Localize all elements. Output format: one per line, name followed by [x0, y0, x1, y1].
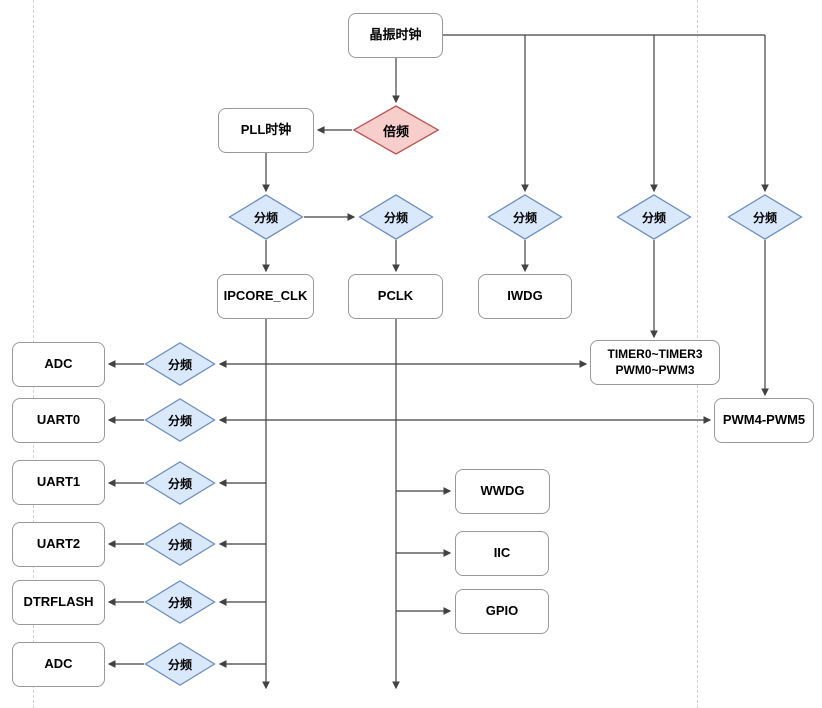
node-adc-2-label: ADC — [44, 656, 73, 672]
diamond-divider-uart1[interactable]: 分频 — [144, 461, 216, 505]
diamond-divider-label: 分频 — [253, 210, 278, 225]
node-uart2[interactable]: UART2 — [12, 522, 105, 567]
node-dtrflash-label: DTRFLASH — [23, 594, 94, 610]
diamond-divider-pwm45[interactable]: 分频 — [727, 194, 803, 240]
diamond-divider-label: 分频 — [167, 413, 192, 428]
node-gpio-label: GPIO — [485, 603, 519, 619]
diamond-shape — [144, 461, 216, 505]
diamond-divider-label: 分频 — [167, 537, 192, 552]
node-uart1[interactable]: UART1 — [12, 460, 105, 505]
diamond-divider-label: 分频 — [512, 210, 537, 225]
diamond-shape — [727, 194, 803, 240]
diamond-divider-label: 分频 — [641, 210, 666, 225]
diamond-divider-iwdg[interactable]: 分频 — [487, 194, 563, 240]
node-iwdg[interactable]: IWDG — [478, 274, 572, 319]
diamond-shape — [144, 342, 216, 386]
diamond-divider-label: 分频 — [167, 595, 192, 610]
node-wwdg[interactable]: WWDG — [455, 469, 550, 514]
diamond-multiplier[interactable]: 倍频 — [352, 105, 440, 155]
node-iic-label: IIC — [493, 545, 511, 561]
node-ipcore-clk[interactable]: IPCORE_CLK — [217, 274, 314, 319]
diamond-divider-adc2[interactable]: 分频 — [144, 642, 216, 686]
node-uart2-label: UART2 — [36, 536, 81, 552]
node-iwdg-label: IWDG — [507, 288, 543, 304]
diamond-shape — [144, 522, 216, 566]
node-iic[interactable]: IIC — [455, 531, 549, 576]
diamond-shape — [487, 194, 563, 240]
node-ipcore-clk-label: IPCORE_CLK — [223, 288, 308, 304]
node-timer-pwm[interactable]: TIMER0~TIMER3 PWM0~PWM3 — [590, 340, 720, 385]
diamond-divider-label: 分频 — [167, 476, 192, 491]
diamond-divider-pclk[interactable]: 分频 — [358, 194, 434, 240]
diamond-shape — [144, 580, 216, 624]
diamond-multiplier-label: 倍频 — [382, 123, 409, 139]
node-pll-clock-label: PLL时钟 — [240, 122, 292, 138]
diamond-shape — [616, 194, 692, 240]
node-adc-1-label: ADC — [44, 356, 73, 372]
node-uart0-label: UART0 — [36, 412, 81, 428]
node-pclk[interactable]: PCLK — [348, 274, 443, 319]
node-timer-pwm-label: TIMER0~TIMER3 PWM0~PWM3 — [607, 346, 703, 377]
diamond-divider-uart0[interactable]: 分频 — [144, 398, 216, 442]
diamond-divider-label: 分频 — [752, 210, 777, 225]
node-uart0[interactable]: UART0 — [12, 398, 105, 443]
diamond-multiplier-shape — [352, 105, 440, 155]
node-osc-clock[interactable]: 晶振时钟 — [348, 13, 443, 58]
diamond-divider-label: 分频 — [167, 657, 192, 672]
node-pll-clock[interactable]: PLL时钟 — [218, 108, 314, 153]
diamond-divider-label: 分频 — [167, 357, 192, 372]
node-wwdg-label: WWDG — [480, 483, 525, 499]
diamond-divider-uart2[interactable]: 分频 — [144, 522, 216, 566]
diamond-shape — [228, 194, 304, 240]
diamond-divider-ipcore[interactable]: 分频 — [228, 194, 304, 240]
diamond-shape — [358, 194, 434, 240]
diamond-divider-adc1[interactable]: 分频 — [144, 342, 216, 386]
diamond-divider-label: 分频 — [383, 210, 408, 225]
diamond-shape — [144, 398, 216, 442]
node-gpio[interactable]: GPIO — [455, 589, 549, 634]
node-adc-1[interactable]: ADC — [12, 342, 105, 387]
node-dtrflash[interactable]: DTRFLASH — [12, 580, 105, 625]
node-adc-2[interactable]: ADC — [12, 642, 105, 687]
node-pwm4-pwm5-label: PWM4-PWM5 — [722, 412, 806, 428]
node-pwm4-pwm5[interactable]: PWM4-PWM5 — [714, 398, 814, 443]
node-uart1-label: UART1 — [36, 474, 81, 490]
diamond-divider-timer[interactable]: 分频 — [616, 194, 692, 240]
node-osc-clock-label: 晶振时钟 — [369, 27, 422, 43]
diamond-divider-dtrflash[interactable]: 分频 — [144, 580, 216, 624]
node-pclk-label: PCLK — [377, 288, 414, 304]
diamond-shape — [144, 642, 216, 686]
